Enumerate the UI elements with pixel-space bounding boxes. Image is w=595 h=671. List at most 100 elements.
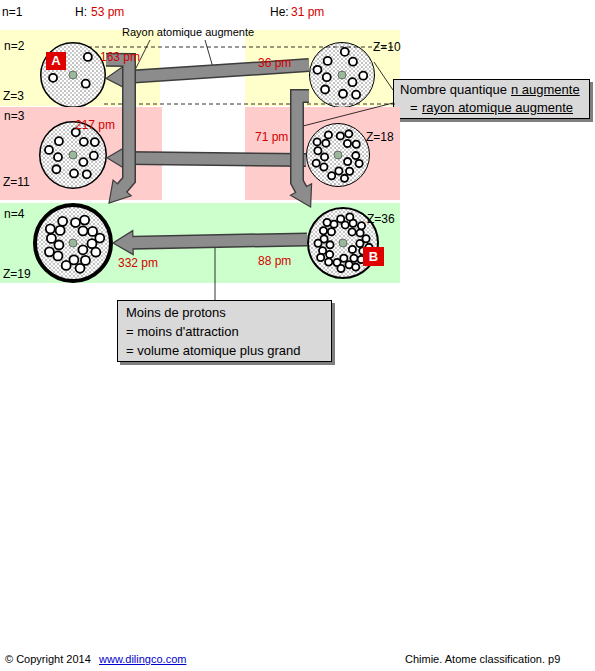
radius-value: 31 pm [291, 6, 324, 20]
note-text: Moins de protons [126, 306, 226, 321]
arrow-caption: Rayon atomique augmente [122, 26, 254, 39]
electron-ring [346, 168, 353, 175]
neon-atom: 36 pmZ=10 [309, 42, 375, 108]
krypton-atom: 88 pmZ=36B [307, 207, 379, 279]
electron-ring [328, 172, 335, 179]
atom-circle [35, 205, 111, 281]
radius-value: 71 pm [255, 131, 288, 145]
electron-ring [313, 66, 321, 74]
radius-value: 332 pm [118, 257, 158, 271]
copyright-note: © Copyright 2014 [5, 653, 91, 666]
arrow-outline [106, 60, 129, 188]
shell-band: n=3217 pmZ=1171 pmZ=18 [0, 107, 400, 200]
electron-ring [352, 263, 359, 270]
atom-circle [310, 43, 375, 108]
electron-ring [325, 258, 332, 265]
potassium-atom: 332 pmZ=19 [33, 203, 113, 283]
electron-ring [339, 90, 347, 98]
electron-ring [78, 245, 87, 254]
electron-ring [335, 167, 342, 174]
shell-band: n=4332 pmZ=1988 pmZ=36B [0, 203, 400, 283]
note-text: = volume atomique plus grand [126, 344, 301, 359]
electron-ring [325, 131, 332, 138]
arrow-head [113, 231, 133, 255]
electron-ring [337, 132, 344, 139]
marker-letter: B [363, 247, 384, 266]
website-link: www.dilingco.com [99, 653, 186, 666]
atomic-number: Z=18 [366, 131, 394, 145]
note-text: Nombre quantique [400, 83, 507, 98]
radius-value: 36 pm [258, 57, 291, 71]
electron-ring [345, 130, 352, 137]
electron-ring [326, 251, 333, 258]
shell-label: n=3 [4, 110, 24, 124]
nucleus [69, 151, 77, 159]
shell-label: n=2 [4, 40, 24, 54]
electron-ring [349, 58, 357, 66]
marker-tag: A [46, 52, 66, 70]
electron-ring [352, 152, 359, 159]
electron-ring [353, 141, 360, 148]
electron-ring [356, 160, 363, 167]
electron-ring [52, 165, 60, 173]
electron-ring [320, 227, 327, 234]
atomic-number: Z=11 [3, 176, 30, 190]
electron-ring [323, 73, 331, 81]
arrow-head [291, 184, 312, 207]
note-box: Nombre quantiquen augmente=rayon atomiqu… [393, 79, 590, 119]
atom-shape [309, 42, 375, 108]
block-arrow [106, 60, 131, 203]
electron-ring [348, 78, 356, 86]
arrow-outline [127, 158, 306, 160]
element-label: H: [75, 6, 87, 20]
arrow-outline [126, 65, 309, 77]
element-label: He: [270, 6, 289, 20]
leader-line [205, 40, 214, 71]
arrow-outline [133, 239, 307, 242]
note-text: n augmente [511, 83, 580, 98]
electron-ring [83, 170, 91, 178]
electron-ring [320, 163, 327, 170]
arrow-head [109, 180, 131, 203]
atom-circle [307, 124, 370, 187]
nucleus [339, 239, 347, 247]
electron-ring [358, 222, 365, 229]
electron-ring [322, 140, 329, 147]
electron-ring [321, 86, 329, 94]
electron-ring [341, 48, 349, 56]
atom-circle [41, 43, 106, 108]
electron-ring [82, 80, 90, 88]
arrow-shaft [124, 158, 306, 160]
electron-ring [313, 138, 320, 145]
electron-ring [80, 138, 88, 146]
electron-ring [71, 218, 80, 227]
electron-ring [46, 224, 55, 233]
band-fill [245, 107, 400, 200]
arrow-shaft [106, 60, 129, 190]
electron-ring [314, 147, 321, 154]
band-fill [0, 107, 162, 200]
electron-ring [317, 254, 324, 261]
note-text: rayon atomique augmente [422, 101, 573, 116]
arrow-shaft [123, 65, 309, 77]
electron-ring [352, 91, 360, 99]
electron-ring [350, 255, 357, 262]
radius-value: 163 pm [100, 51, 140, 65]
electron-ring [349, 246, 356, 253]
marker-tag: B [363, 247, 384, 266]
nucleus [338, 71, 346, 79]
electron-ring [344, 158, 351, 165]
electron-ring [79, 158, 87, 166]
block-arrow [291, 96, 312, 207]
nucleus [69, 71, 77, 79]
argon-atom: 71 pmZ=18 [306, 123, 370, 187]
electron-ring [78, 226, 87, 235]
electron-ring [324, 57, 332, 65]
electron-ring [357, 229, 364, 236]
arrow-outline [297, 96, 309, 189]
band-fill [0, 203, 400, 283]
atomic-number: Z=10 [373, 41, 401, 55]
electron-ring [84, 53, 92, 61]
electron-ring [323, 219, 330, 226]
